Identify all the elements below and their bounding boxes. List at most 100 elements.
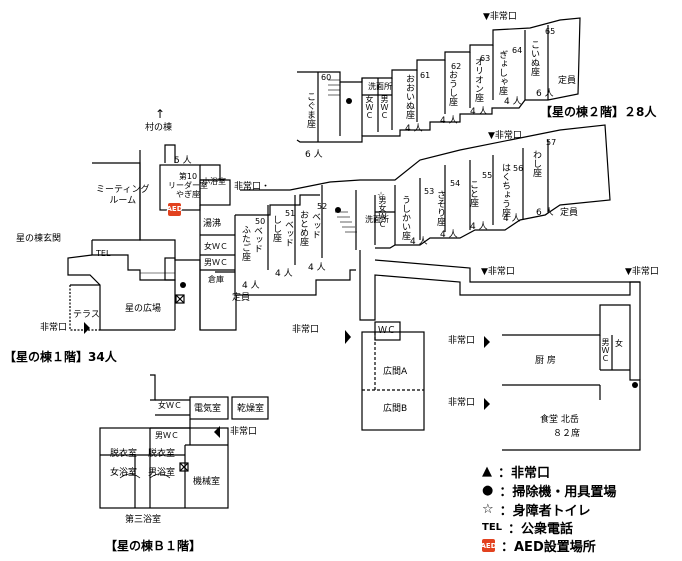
kitchen-wc-women: 女 (615, 339, 623, 348)
leader-room-people: 5 人 (174, 156, 192, 166)
b1-electrical: 電気室 (194, 404, 222, 414)
legend-exit: ▲ ：非常口 (482, 464, 551, 481)
legend-aed: AED ：AED設置場所 (480, 539, 596, 555)
room-55-people: 4 人 (470, 222, 488, 232)
exit-1f-top-label: ▼非常口 (488, 131, 522, 141)
exit-corridor-label: ▼非常口 (481, 267, 515, 277)
terrace-label: テラス (73, 310, 100, 320)
tel-label: TEL (96, 249, 111, 258)
hall-b: 広間B (383, 404, 408, 414)
room-65-name: こいぬ座 (529, 40, 539, 76)
room-51-num: 51 (285, 209, 296, 218)
b1-women-bath: 女浴室 (110, 468, 138, 478)
room-62-people: 4 人 (440, 116, 458, 126)
exit-kitchen-label: 非常口 (448, 336, 476, 346)
room-50-num: 50 (255, 217, 266, 226)
room-57-name: わし座 (531, 150, 541, 177)
b1-wc-men: 男ＷＣ (155, 431, 179, 440)
exit-dining-label: 非常口 (448, 398, 476, 408)
room-53-name: うしかい座 (400, 195, 410, 240)
room-52-bed: ベッド (310, 212, 320, 239)
hot-water-label: 湯沸 (203, 219, 222, 229)
b1-dressing2: 脱衣室 (148, 449, 176, 459)
hall-a: 広間A (383, 367, 408, 377)
plaza-label: 星の広場 (125, 304, 162, 314)
room-64-people: 4 人 (504, 97, 522, 107)
f1-wc-mixed: 男女ＷＣ (378, 196, 387, 228)
room-63-name: オリオン座 (473, 57, 483, 102)
exit-left-label: 非常口 (40, 323, 68, 333)
floor1-caption: 【星の棟１階】34人 (4, 350, 117, 364)
b1-men-bath: 男浴室 (148, 468, 176, 478)
meeting-room: ミーティング ルーム (96, 185, 150, 206)
room-50-bed: ベッド (252, 226, 262, 253)
small-bath: 小浴室 (202, 177, 226, 186)
f2-wc-men: 男ＷＣ (380, 95, 389, 119)
room-65-num: 65 (545, 27, 556, 36)
room-61-num: 61 (420, 71, 431, 80)
room-60-num: 60 (321, 73, 332, 82)
hall-wc: ＷＣ (378, 326, 397, 336)
dining-seats: ８２席 (553, 429, 581, 439)
room-52-name: おとめ座 (298, 210, 308, 246)
room-50-name: ふたご座 (240, 225, 250, 261)
b1-dressing1: 脱衣室 (110, 449, 138, 459)
kitchen-label: 厨 房 (535, 356, 556, 366)
room-52-people: 4 人 (308, 263, 326, 273)
room-53-people: 4 人 (410, 237, 428, 247)
legend-phone: TEL ：公衆電話 (482, 522, 574, 537)
tel-icon: TEL (482, 522, 503, 533)
room-51-name: しし座 (271, 215, 281, 242)
up-arrow-icon: ↑ (155, 107, 166, 121)
room-56-num: 56 (513, 164, 524, 173)
f2-wc-women: 女ＷＣ (365, 95, 374, 119)
f2-staff-label: 定員 (558, 76, 577, 86)
exit-mid-label: 非常口・ (234, 182, 271, 192)
room-51-people: 4 人 (275, 269, 293, 279)
room-63-people: 4 人 (470, 107, 488, 117)
dot-icon: ● (482, 483, 494, 498)
f1-washroom: 洗面所 (365, 215, 389, 224)
floorB1-caption: 【星の棟Ｂ１階】 (105, 539, 202, 553)
exit-arrow (345, 330, 351, 344)
room-54-name: さそり座 (435, 190, 445, 226)
star-icon: ☆ (482, 502, 494, 517)
exit-hall-label: 非常口 (292, 325, 320, 335)
room-57-num: 57 (546, 138, 557, 147)
room-64-num: 64 (512, 46, 523, 55)
kitchen-wc-men: 男ＷＣ (601, 338, 610, 362)
aed-legend-icon: AED (481, 539, 497, 552)
room-55-name: こと座 (468, 180, 478, 207)
f1-staff-left: 定員 (232, 293, 251, 303)
f2-washroom: 洗面所 (368, 82, 392, 91)
f1-staff-right: 定員 (560, 208, 579, 218)
dining-label: 食堂 北岳 (540, 415, 579, 425)
leader-room: 第10 リーダー室 やぎ座 (168, 172, 208, 200)
room-56-people: 4 人 (503, 214, 521, 224)
room-62-num: 62 (451, 62, 462, 71)
b1-machine-room: 機械室 (193, 477, 221, 487)
room-60-people: 6 人 (305, 150, 323, 160)
legend-cleaner: ● ：掃除機・用具置場 (482, 483, 617, 500)
room-62-name: おうし座 (447, 70, 457, 106)
room-57-people: 6 人 (536, 208, 554, 218)
room-51-bed: ベッド (283, 220, 293, 247)
exit-corridor-right-label: ▼非常口 (625, 267, 659, 277)
aed-marker: AED (167, 203, 183, 216)
b1-bath-name: 第三浴室 (125, 515, 162, 525)
room-50-people: 4 人 (242, 281, 260, 291)
f1-wc-men: 男ＷＣ (204, 258, 228, 267)
room-61-name: おおいぬ座 (404, 74, 414, 119)
room-53-num: 53 (424, 187, 435, 196)
storage-label: 倉庫 (208, 275, 224, 284)
b1-exit-label: 非常口 (230, 427, 258, 437)
exit-2f-label: ▼非常口 (483, 12, 517, 22)
f1-wc-women: 女ＷＣ (204, 242, 228, 251)
room-56-name: はくちょう座 (500, 163, 510, 217)
room-60-name: こぐま座 (305, 92, 315, 128)
room-54-num: 54 (450, 179, 461, 188)
room-55-num: 55 (482, 171, 493, 180)
triangle-icon: ▲ (482, 464, 492, 479)
